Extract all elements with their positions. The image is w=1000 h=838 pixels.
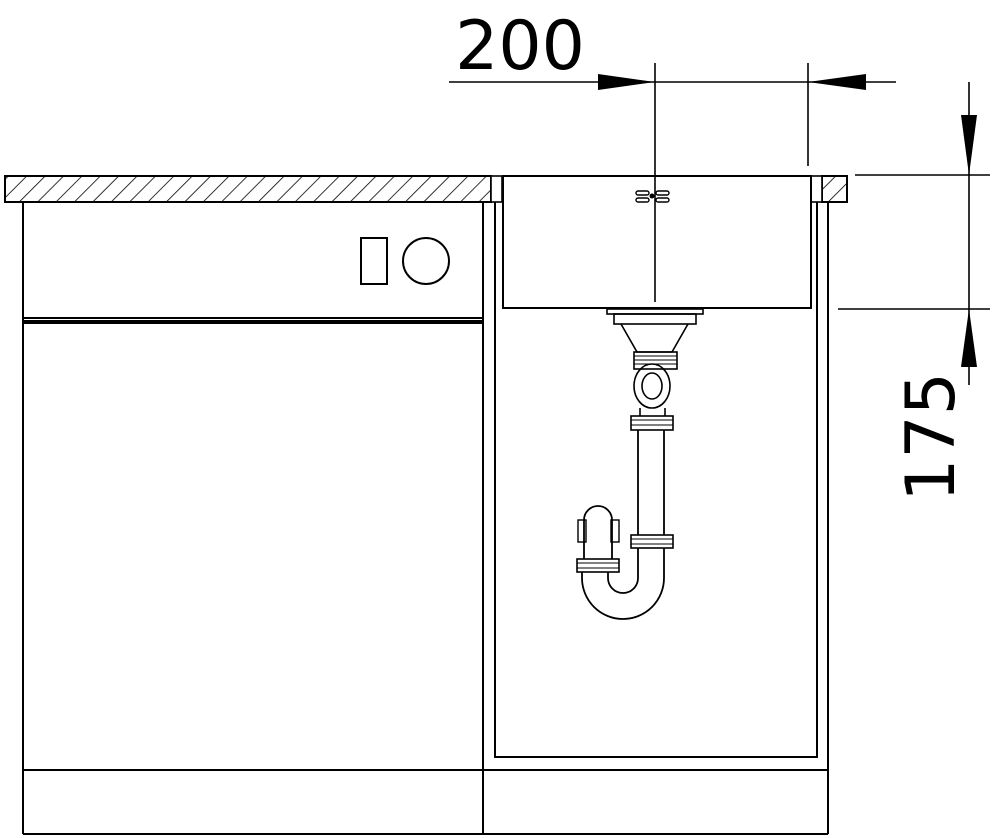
dimension-label-175: 175 (892, 372, 971, 502)
countertop-edge-right (810, 175, 823, 203)
countertop (4, 175, 848, 203)
arrow-left-icon (808, 74, 866, 90)
dimension-label-200: 200 (455, 7, 585, 86)
sink-bowl-outline (502, 175, 812, 309)
sink-cabinet (494, 202, 829, 834)
plinth (23, 769, 828, 835)
arrow-down-icon (961, 115, 977, 175)
countertop-edge-left (490, 175, 503, 203)
control-button-icon (360, 237, 388, 285)
countertop-left-section (4, 175, 492, 203)
countertop-right-section (821, 175, 848, 203)
cabinet-inner-outline (494, 202, 818, 758)
siphon-drain-icon (576, 308, 704, 620)
sink-bowl (502, 175, 812, 309)
arrow-right-icon (598, 74, 655, 90)
dimension-200: 200 (449, 7, 896, 302)
dishwasher-cabinet (22, 202, 484, 834)
overflow-icon (635, 190, 670, 203)
control-knob-icon (402, 237, 450, 285)
dimension-175: 175 (838, 82, 990, 502)
arrow-up-icon (961, 309, 977, 367)
